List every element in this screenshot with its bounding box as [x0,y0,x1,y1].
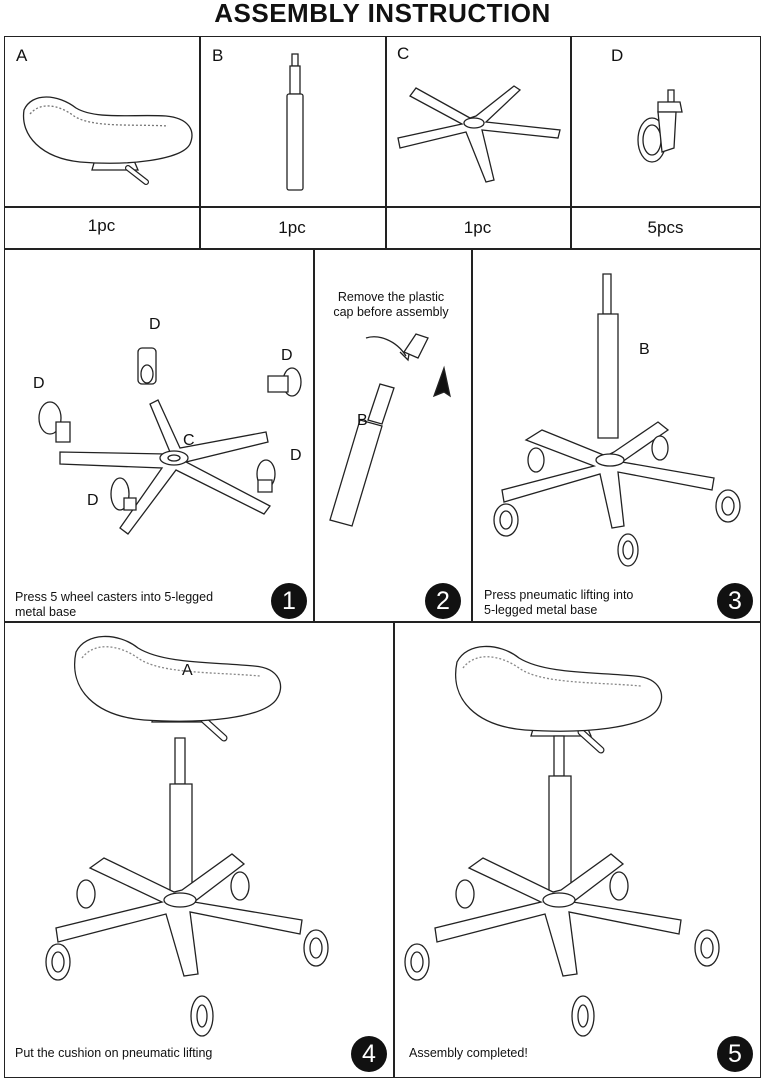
step2-note: Remove the plastic cap before assembly [333,290,449,319]
step1-label-d-top: D [149,316,161,333]
step1-label-d-left: D [33,375,45,392]
step4-stool-exploded-drawing [34,628,354,1048]
step4-label-a: A [182,662,193,679]
step4-caption: Put the cushion on pneumatic lifting [15,1046,213,1060]
divider [393,621,395,1078]
step1-caption: Press 5 wheel casters into 5-legged meta… [15,590,214,619]
step1-label-c: C [183,432,195,449]
instruction-frame [4,36,761,1078]
page-title: ASSEMBLY INSTRUCTION [214,0,551,28]
step1-label-d-lower-right: D [290,447,302,464]
step1-label-d-bottom: D [87,492,99,509]
part-c-qty: 1pc [463,218,492,237]
part-a-label: A [16,46,28,65]
step1-base-with-casters-drawing [30,330,310,545]
part-b-qty: 1pc [278,218,306,237]
step1-number: 1 [271,583,307,619]
part-d-qty: 5pcs [647,218,684,237]
step3-caption: Press pneumatic lifting into 5-legged me… [484,588,634,617]
divider [471,248,473,622]
part-c-label: C [397,44,410,63]
part-d-label: D [611,46,624,65]
divider [385,36,387,249]
five-leg-base-icon [390,84,568,186]
step3-number: 3 [717,583,753,619]
divider [4,206,761,208]
step5-caption: Assembly completed! [409,1046,528,1060]
divider [199,36,201,249]
step4-number: 4 [351,1036,387,1072]
part-a-qty: 1pc [87,216,116,235]
divider [4,248,761,250]
divider [313,248,315,622]
part-b-label: B [212,46,224,65]
step5-number: 5 [717,1036,753,1072]
step2-cylinder-drawing [326,330,456,530]
step3-label-b: B [639,341,650,358]
step1-label-d-right: D [281,347,293,364]
step3-base-with-lift-drawing [482,270,754,570]
step2-number: 2 [425,583,461,619]
seat-cushion-icon [18,90,198,195]
caster-wheel-icon [628,88,688,168]
step2-label-b: B [357,412,368,429]
gas-lift-cylinder-icon [280,52,310,197]
divider [570,36,572,249]
step5-stool-assembled-drawing [405,628,735,1048]
divider [4,621,761,623]
